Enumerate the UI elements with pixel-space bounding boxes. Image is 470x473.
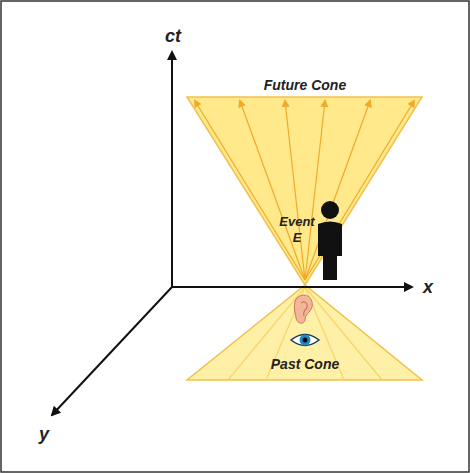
future-cone-rays <box>195 101 414 280</box>
cone-label: Future Cone <box>264 77 346 95</box>
past-cone <box>187 285 422 380</box>
ear-icon <box>294 295 312 323</box>
person-icon <box>318 201 342 280</box>
axes <box>52 52 412 415</box>
axis-label: ct <box>165 25 181 48</box>
future-cone <box>187 97 422 285</box>
axis-label: x <box>423 276 433 299</box>
event-label: Event E <box>274 214 320 247</box>
eye-icon <box>291 335 319 346</box>
past-cone-rays <box>228 287 382 380</box>
axis-label: y <box>39 423 49 446</box>
cone-label: Past Cone <box>271 356 339 374</box>
